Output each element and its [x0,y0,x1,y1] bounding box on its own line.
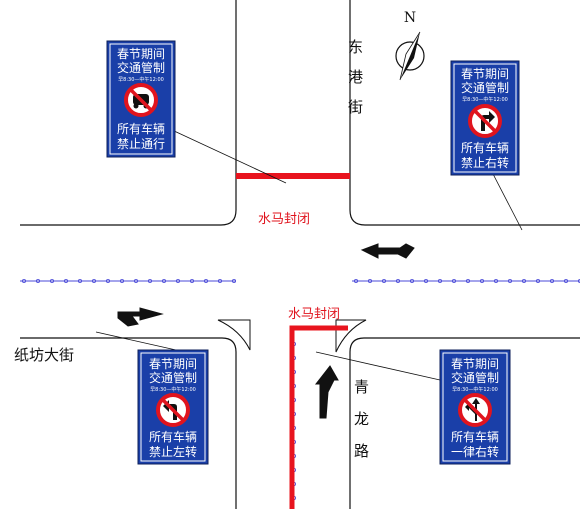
lane-dot [395,278,400,283]
lane-dot [36,278,41,283]
street-label-dongjiang: 东 港 街 [348,38,363,116]
compass: N [395,10,425,81]
arrow-north-turn [314,365,339,419]
street-char: 青 [354,378,369,396]
island-southwest [217,319,251,351]
barrier-top [236,173,350,179]
lane-dot [507,278,512,283]
lane-dot [409,278,414,283]
sign-time: 早8:30—中午12:00 [452,386,498,393]
sign-no-entry: 春节期间 交通管制 早8:30—中午12:00 所有车辆 禁止通行 [106,40,176,158]
street-label-fangzhi: 纸坊大街 [14,346,74,364]
lane-dot [465,278,470,283]
lane-dot [147,278,152,283]
lane-dot [175,278,180,283]
lane-dot [423,278,428,283]
lane-dot [120,278,125,283]
no-vehicles-icon [124,83,158,117]
lane-dot [106,278,111,283]
no-right-turn-icon [468,104,502,138]
lane-dot [189,278,194,283]
sign-line2: 交通管制 [461,80,509,95]
barrier-label-top: 水马封闭 [258,212,310,227]
sign-no-right-turn: 春节期间 交通管制 早8:30—中午12:00 所有车辆 禁止右转 [450,60,520,176]
sign-line3: 所有车辆 [149,429,197,444]
lane-dot [133,278,138,283]
compass-circle [395,41,425,71]
sign-line1: 春节期间 [117,47,165,61]
lane-dot [203,278,208,283]
street-char: 港 [348,68,363,86]
sign-line1: 春节期间 [451,357,499,371]
sign-time: 早8:30—中午12:00 [462,96,508,103]
lane-dot [451,278,456,283]
street-char: 街 [348,98,363,116]
street-label-qinglong: 青 龙 路 [354,378,369,460]
sign-line3: 所有车辆 [117,121,165,136]
north-label: N [404,10,416,26]
lane-dot [437,278,442,283]
sign-right-only: 春节期间 交通管制 早8:30—中午12:00 所有车辆 一律右转 [439,349,511,465]
sign-time: 早8:30—中午12:00 [150,386,196,393]
lane-dot [353,278,358,283]
arrow-east-turn [117,307,164,327]
lane-dot [381,278,386,283]
lane-dot [231,278,236,283]
sign-line2: 交通管制 [117,60,165,75]
arrow-west-turn [360,243,415,259]
street-char: 东 [348,38,363,56]
leader-lines [95,129,523,381]
barrier-label-bottom: 水马封闭 [288,307,340,322]
sign-line1: 春节期间 [149,357,197,371]
lane-dot [161,278,166,283]
street-char: 龙 [354,410,369,428]
sign-line4: 禁止左转 [149,444,197,459]
sign-line2: 交通管制 [451,370,499,385]
lane-line-right [352,278,580,283]
sign-time: 早8:30—中午12:00 [118,76,164,83]
sign-line2: 交通管制 [149,370,197,385]
lane-dot [564,278,569,283]
lane-dot [92,278,97,283]
sign-line3: 所有车辆 [451,429,499,444]
lane-dot [64,278,69,283]
street-char: 路 [354,442,369,460]
sign-no-left-turn: 春节期间 交通管制 早8:30—中午12:00 所有车辆 禁止左转 [137,349,209,465]
barrier-bottom [289,325,348,509]
lane-dot [50,278,55,283]
lane-dot [522,278,527,283]
lane-dot [479,278,484,283]
lane-dot [367,278,372,283]
sign-line3: 所有车辆 [461,140,509,155]
no-straight-left-icon [458,393,492,427]
sign-line4: 禁止通行 [117,137,165,151]
lane-dot [536,278,541,283]
lane-dot [217,278,222,283]
lane-dot [578,279,580,283]
lane-line-left [20,278,236,283]
lane-dot [78,278,83,283]
road-edges [20,0,580,509]
no-left-turn-icon [156,393,190,427]
lane-dot [493,278,498,283]
lane-dot [550,278,555,283]
lane-dot [21,278,26,283]
sign-line4: 禁止右转 [461,155,509,170]
sign-line1: 春节期间 [461,67,509,81]
sign-line4: 一律右转 [451,444,499,459]
